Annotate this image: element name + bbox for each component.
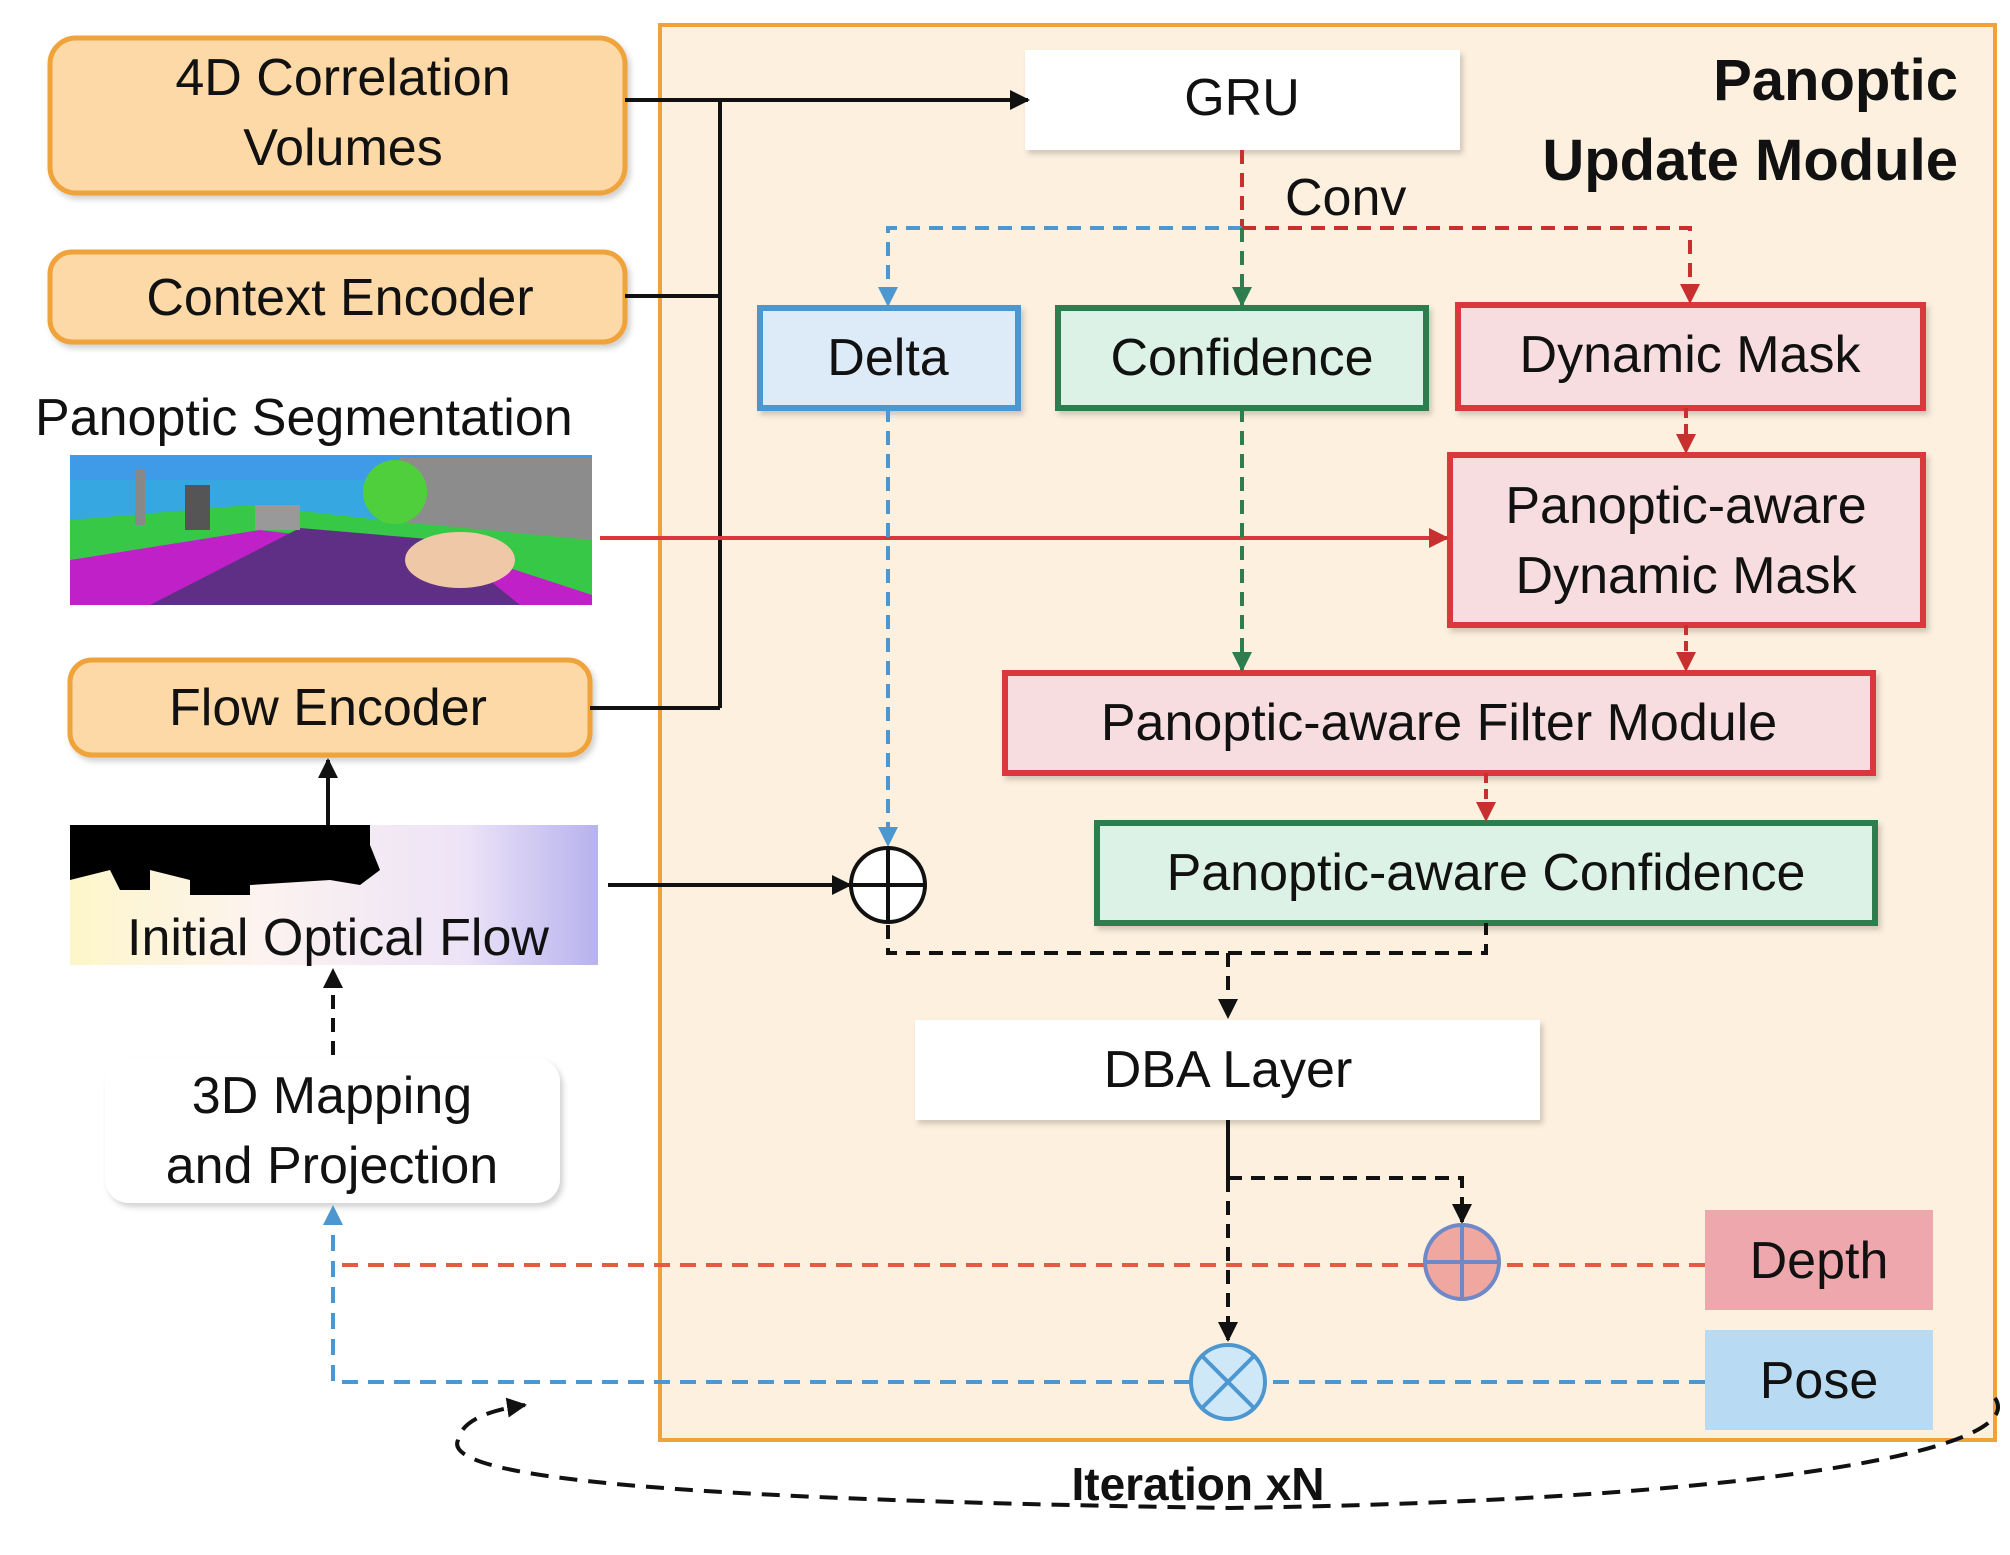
svg-text:Confidence: Confidence <box>1110 329 1373 387</box>
svg-text:Panoptic-aware: Panoptic-aware <box>1505 477 1866 535</box>
module-title-line1: Panoptic <box>1713 48 1958 113</box>
depth-add-node <box>1423 1223 1501 1301</box>
svg-text:Pose: Pose <box>1760 1352 1879 1410</box>
depth-box: Depth <box>1705 1210 1933 1310</box>
flow-encoder-box: Flow Encoder <box>67 657 593 758</box>
panoptic-segmentation-image <box>70 455 592 605</box>
svg-text:Initial Optical Flow: Initial Optical Flow <box>127 909 549 967</box>
module-title-line2: Update Module <box>1542 128 1958 193</box>
svg-text:Dynamic Mask: Dynamic Mask <box>1520 326 1862 384</box>
dba-layer-box: DBA Layer <box>915 1020 1540 1120</box>
svg-text:Flow Encoder: Flow Encoder <box>169 679 487 737</box>
svg-text:Panoptic-aware Filter Module: Panoptic-aware Filter Module <box>1101 694 1777 752</box>
delta-box: Delta <box>757 305 1021 411</box>
panoptic-aware-confidence-box: Panoptic-aware Confidence <box>1094 820 1878 926</box>
iteration-label: Iteration xN <box>1071 1458 1324 1510</box>
pose-box: Pose <box>1705 1330 1933 1430</box>
iteration-loop <box>455 1396 2000 1511</box>
panoptic-aware-dynamic-mask-box: Panoptic-aware Dynamic Mask <box>1447 452 1926 628</box>
3d-mapping-box: 3D Mapping and Projection <box>105 1058 560 1203</box>
pose-multiply-node <box>1189 1343 1267 1421</box>
svg-text:Context Encoder: Context Encoder <box>146 269 533 327</box>
svg-text:DBA Layer: DBA Layer <box>1104 1041 1353 1099</box>
dba-to-depth-add-arrow <box>1228 1176 1472 1224</box>
initial-optical-flow-image: Initial Optical Flow <box>70 825 598 967</box>
context-encoder-box: Context Encoder <box>47 249 628 345</box>
svg-text:4D Correlation: 4D Correlation <box>175 49 510 107</box>
conv-to-mask-arrow <box>1242 226 1700 304</box>
svg-text:Dynamic Mask: Dynamic Mask <box>1516 547 1858 605</box>
svg-text:Delta: Delta <box>827 329 948 387</box>
dynamic-mask-box: Dynamic Mask <box>1455 302 1926 411</box>
add-node <box>849 846 927 924</box>
panoptic-segmentation-label: Panoptic Segmentation <box>35 389 573 447</box>
svg-text:Volumes: Volumes <box>243 119 442 177</box>
connectors <box>318 90 2000 1511</box>
svg-text:3D Mapping: 3D Mapping <box>192 1067 472 1125</box>
conv-label: Conv <box>1285 169 1406 227</box>
svg-text:Panoptic-aware Confidence: Panoptic-aware Confidence <box>1167 844 1806 902</box>
conv-to-delta-arrow <box>878 226 1242 307</box>
add-to-merge-line <box>886 923 1488 955</box>
confidence-box: Confidence <box>1055 305 1429 411</box>
pose-feedback-arrow <box>323 1205 1190 1384</box>
svg-text:GRU: GRU <box>1184 69 1300 127</box>
panoptic-aware-filter-box: Panoptic-aware Filter Module <box>1002 670 1876 776</box>
correlation-volumes-box: 4D Correlation Volumes <box>47 35 628 196</box>
gru-box: GRU <box>1025 50 1460 150</box>
svg-text:and Projection: and Projection <box>166 1137 498 1195</box>
svg-text:Depth: Depth <box>1750 1232 1889 1290</box>
